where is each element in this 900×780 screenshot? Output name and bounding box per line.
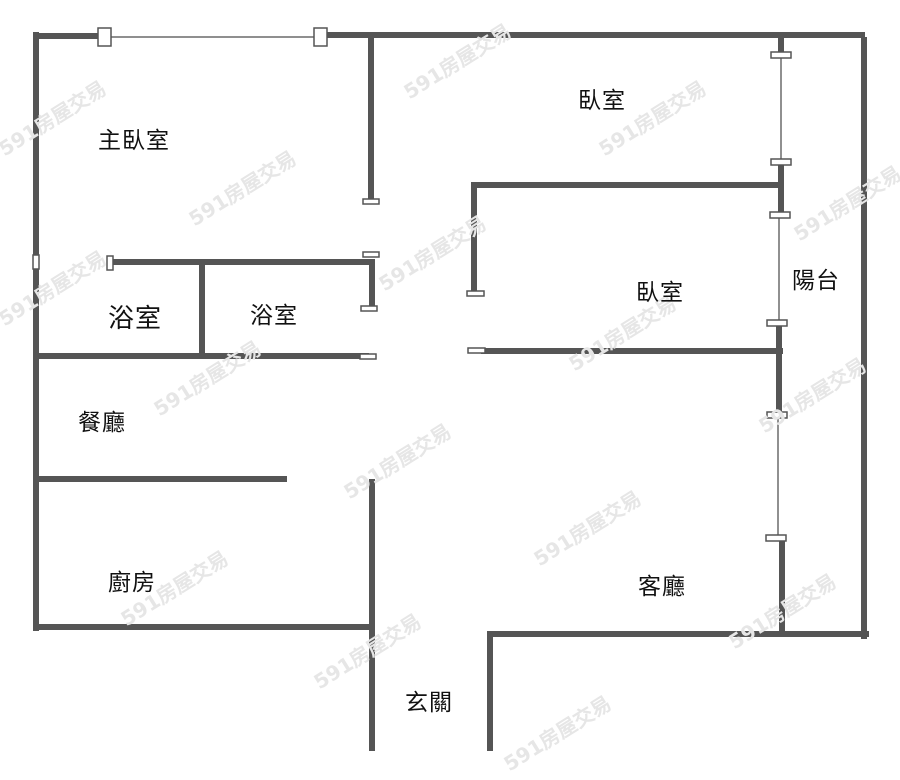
room-label-bathroom: 浴室 — [250, 303, 298, 329]
wall-end-caps — [32, 27, 792, 542]
room-label-living-room: 客廳 — [638, 574, 686, 600]
room-label-bedroom: 臥室 — [578, 88, 626, 114]
room-label-master-bedroom: 主臥室 — [98, 128, 170, 154]
room-label-bathroom: 浴室 — [108, 304, 163, 334]
room-label-dining-room: 餐廳 — [78, 410, 126, 436]
walls — [33, 32, 869, 751]
room-label-entrance: 玄關 — [405, 690, 453, 716]
room-label-balcony: 陽台 — [792, 268, 840, 294]
room-label-kitchen: 廚房 — [108, 570, 156, 596]
room-label-bedroom: 臥室 — [636, 280, 684, 306]
